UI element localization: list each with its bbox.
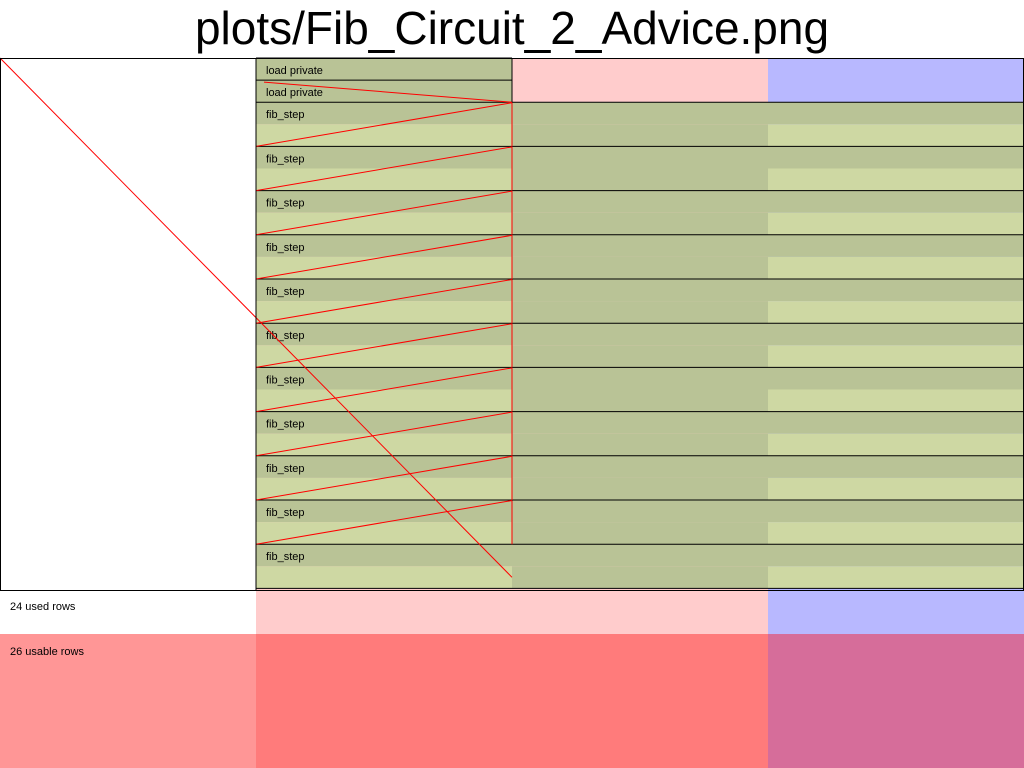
selector-frame	[0, 58, 257, 591]
region-row-dark	[512, 256, 768, 279]
region-row-dark	[256, 544, 1024, 567]
region-row-dark	[256, 367, 1024, 390]
permutation-load-link	[263, 81, 513, 103]
permutation-step-link	[255, 234, 513, 280]
region-row-dark	[512, 389, 768, 412]
region-row-light	[768, 477, 1024, 500]
region-row-light	[768, 522, 1024, 545]
region-0: load private	[256, 57, 512, 81]
region-row-dark	[256, 455, 1024, 478]
region-label: fib_step	[266, 198, 305, 210]
region-cell	[256, 58, 512, 81]
region-row-light	[256, 168, 512, 191]
region-row-dark	[256, 500, 1024, 523]
region-row-dark	[256, 234, 1024, 257]
region-row-light	[256, 256, 512, 279]
region-row-light	[256, 212, 512, 235]
permutation-step-link	[255, 279, 513, 324]
permutation-step-link	[255, 455, 513, 501]
region-row-dark	[512, 566, 768, 589]
region-row-dark	[256, 190, 1024, 213]
region-5: fib_step	[256, 234, 1024, 279]
region-row-dark	[512, 522, 768, 545]
usable-selector-area	[0, 634, 256, 768]
usable-fixed-area	[768, 634, 1024, 768]
region-row-dark	[256, 279, 1024, 302]
region-8: fib_step	[256, 366, 1024, 412]
region-row-light	[768, 345, 1024, 368]
region-row-dark	[512, 168, 768, 191]
region-row-light	[256, 124, 512, 147]
region-row-light	[768, 433, 1024, 456]
region-row-light	[768, 301, 1024, 324]
region-row-dark	[512, 477, 768, 500]
region-row-light	[768, 389, 1024, 412]
plot-title: plots/Fib_Circuit_2_Advice.png	[194, 2, 830, 54]
region-row-light	[256, 345, 512, 368]
region-2: fib_step	[256, 101, 1024, 147]
regions: load private load private fib_step fib_step…	[256, 57, 1024, 589]
region-12: fib_step	[256, 543, 1024, 589]
region-label: fib_step	[266, 109, 305, 121]
region-label: fib_step	[266, 551, 305, 563]
region-label: fib_step	[266, 330, 305, 342]
region-4: fib_step	[256, 190, 1024, 235]
region-row-dark	[512, 212, 768, 235]
permutation-step-link	[255, 190, 513, 236]
permutation-step-link	[255, 500, 513, 545]
region-row-dark	[256, 411, 1024, 434]
region-row-light	[256, 566, 512, 589]
usable-rows-label: 26 usable rows	[10, 646, 84, 658]
region-1: load private	[256, 79, 512, 103]
region-row-light	[256, 477, 512, 500]
permutation-step-link	[255, 146, 513, 192]
region-label: fib_step	[266, 374, 305, 386]
region-row-light	[768, 566, 1024, 589]
region-row-dark	[256, 323, 1024, 346]
usable-advice-area	[256, 634, 768, 768]
region-row-dark	[512, 345, 768, 368]
region-label: fib_step	[266, 242, 305, 254]
region-label: load private	[266, 65, 323, 77]
region-label: load private	[266, 87, 323, 99]
region-label: fib_step	[266, 153, 305, 165]
region-row-light	[768, 256, 1024, 279]
region-row-light	[256, 433, 512, 456]
region-row-dark	[256, 146, 1024, 169]
permutation-step-link	[255, 367, 513, 413]
permutation-step-link	[255, 411, 513, 457]
region-row-light	[768, 168, 1024, 191]
region-row-light	[256, 301, 512, 324]
region-3: fib_step	[256, 145, 1024, 191]
region-row-light	[256, 389, 512, 412]
permutation-step-link	[255, 102, 513, 147]
region-6: fib_step	[256, 278, 1024, 324]
region-label: fib_step	[266, 419, 305, 431]
region-row-dark	[256, 102, 1024, 125]
permutation-step-link	[255, 323, 513, 368]
region-9: fib_step	[256, 411, 1024, 456]
used-rows-label: 24 used rows	[10, 601, 76, 613]
region-label: fib_step	[266, 286, 305, 298]
region-row-light	[256, 522, 512, 545]
region-row-light	[768, 124, 1024, 147]
region-row-dark	[512, 433, 768, 456]
region-7: fib_step	[256, 322, 1024, 368]
region-10: fib_step	[256, 455, 1024, 500]
region-11: fib_step	[256, 499, 1024, 545]
region-row-dark	[512, 301, 768, 324]
region-label: fib_step	[266, 463, 305, 475]
region-row-dark	[512, 124, 768, 147]
region-label: fib_step	[266, 507, 305, 519]
region-row-light	[768, 212, 1024, 235]
